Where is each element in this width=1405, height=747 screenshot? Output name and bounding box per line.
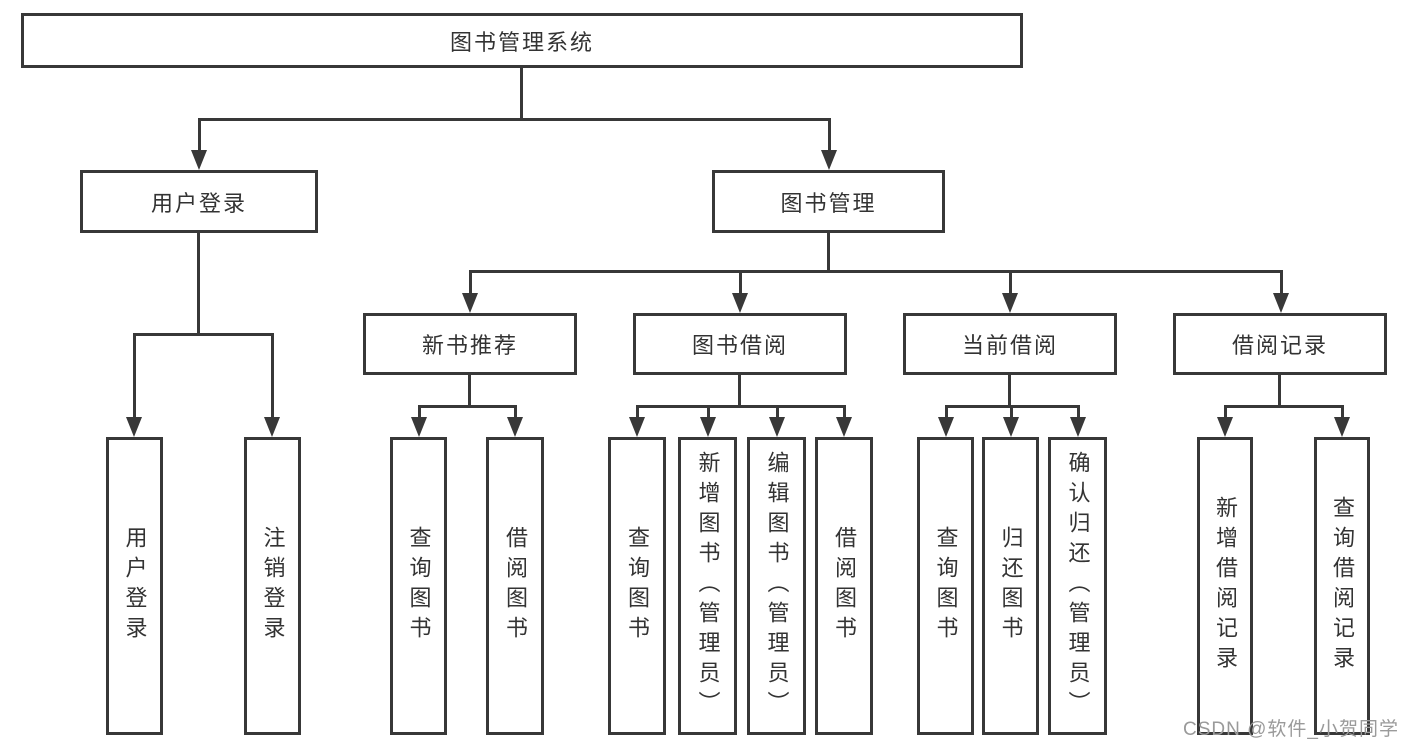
connector-line xyxy=(198,118,830,121)
arrow-head xyxy=(938,417,954,437)
leaf-borrow-books-recommend: 借阅图书 xyxy=(486,437,544,735)
leaf-user-login: 用户登录 xyxy=(106,437,163,735)
leaf-confirm-return-admin: 确认归还（管理员） xyxy=(1048,437,1107,735)
arrow-shaft xyxy=(706,405,710,425)
arrow-down xyxy=(821,118,837,170)
connector-line xyxy=(1008,374,1011,407)
arrow-shaft xyxy=(1076,405,1080,425)
connector-line xyxy=(1278,374,1281,407)
node-user-login: 用户登录 xyxy=(80,170,318,233)
arrow-down xyxy=(938,405,954,437)
arrow-down xyxy=(769,405,785,437)
arrow-shaft xyxy=(827,118,831,158)
arrow-down xyxy=(191,118,207,170)
arrow-down xyxy=(462,270,478,313)
arrow-shaft xyxy=(842,405,846,425)
arrow-head xyxy=(700,417,716,437)
arrow-down xyxy=(1217,405,1233,437)
arrow-head xyxy=(629,417,645,437)
connector-line xyxy=(197,232,200,335)
arrow-shaft xyxy=(1009,405,1013,425)
node-book-management: 图书管理 xyxy=(712,170,945,233)
leaf-query-books-current: 查询图书 xyxy=(917,437,974,735)
arrow-shaft xyxy=(775,405,779,425)
arrow-shaft xyxy=(513,405,517,425)
arrow-shaft xyxy=(738,270,742,301)
arrow-shaft xyxy=(132,333,136,425)
connector-line xyxy=(738,374,741,407)
connector-line xyxy=(636,405,845,408)
watermark: CSDN @软件_小贺同学 xyxy=(1183,719,1399,740)
arrow-head xyxy=(1334,417,1350,437)
arrow-shaft xyxy=(1008,270,1012,301)
arrow-down xyxy=(700,405,716,437)
arrow-head xyxy=(1002,293,1018,313)
connector-line xyxy=(1224,405,1343,408)
arrow-down xyxy=(507,405,523,437)
connector-line xyxy=(469,270,1282,273)
arrow-down xyxy=(411,405,427,437)
leaf-query-borrowing-record: 查询借阅记录 xyxy=(1314,437,1370,735)
arrow-shaft xyxy=(468,270,472,301)
node-borrowing-records: 借阅记录 xyxy=(1173,313,1387,375)
connector-line xyxy=(827,232,830,272)
arrow-down xyxy=(836,405,852,437)
leaf-add-borrowing-record: 新增借阅记录 xyxy=(1197,437,1253,735)
arrow-head xyxy=(126,417,142,437)
arrow-down xyxy=(1003,405,1019,437)
arrow-down xyxy=(1273,270,1289,313)
arrow-down xyxy=(126,333,142,437)
arrow-head xyxy=(1003,417,1019,437)
leaf-borrow-books-borrowing: 借阅图书 xyxy=(815,437,873,735)
arrow-down xyxy=(1070,405,1086,437)
leaf-query-books-borrowing: 查询图书 xyxy=(608,437,666,735)
arrow-head xyxy=(191,150,207,170)
arrow-shaft xyxy=(944,405,948,425)
arrow-shaft xyxy=(635,405,639,425)
arrow-head xyxy=(507,417,523,437)
arrow-head xyxy=(1217,417,1233,437)
arrow-down xyxy=(264,333,280,437)
arrow-head xyxy=(769,417,785,437)
arrow-head xyxy=(821,150,837,170)
arrow-down xyxy=(1002,270,1018,313)
arrow-down xyxy=(629,405,645,437)
arrow-down xyxy=(732,270,748,313)
arrow-down xyxy=(1334,405,1350,437)
leaf-logout: 注销登录 xyxy=(244,437,301,735)
arrow-shaft xyxy=(197,118,201,158)
arrow-shaft xyxy=(417,405,421,425)
leaf-add-books-admin: 新增图书（管理员） xyxy=(678,437,737,735)
connector-line xyxy=(133,333,273,336)
connector-line xyxy=(468,374,471,407)
leaf-return-books: 归还图书 xyxy=(982,437,1039,735)
arrow-shaft xyxy=(1279,270,1283,301)
node-current-borrowing: 当前借阅 xyxy=(903,313,1117,375)
arrow-head xyxy=(732,293,748,313)
arrow-shaft xyxy=(270,333,274,425)
arrow-shaft xyxy=(1340,405,1344,425)
connector-line xyxy=(520,66,523,121)
connector-line xyxy=(418,405,516,408)
arrow-head xyxy=(1273,293,1289,313)
leaf-query-books-recommend: 查询图书 xyxy=(390,437,447,735)
node-new-book-recommendation: 新书推荐 xyxy=(363,313,577,375)
node-book-borrowing: 图书借阅 xyxy=(633,313,847,375)
arrow-head xyxy=(264,417,280,437)
arrow-head xyxy=(1070,417,1086,437)
arrow-head xyxy=(836,417,852,437)
arrow-head xyxy=(462,293,478,313)
node-library-management-system: 图书管理系统 xyxy=(21,13,1023,68)
arrow-head xyxy=(411,417,427,437)
arrow-shaft xyxy=(1223,405,1227,425)
leaf-edit-books-admin: 编辑图书（管理员） xyxy=(747,437,806,735)
